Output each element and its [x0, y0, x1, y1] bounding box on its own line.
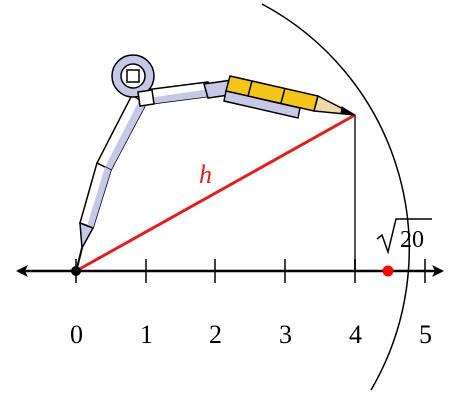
- sqrt20-label: 20: [376, 218, 432, 255]
- compass-arc: [261, 3, 410, 391]
- compass-right-arm-shade: [148, 89, 212, 104]
- pencil-lead-tip: [340, 106, 356, 116]
- compass-needle: [79, 221, 95, 251]
- hypotenuse-line: [75, 113, 356, 273]
- pencil-icon: [223, 75, 356, 119]
- origin-point: [71, 266, 81, 276]
- tick-labels: 0 1 2 3 4 5: [70, 320, 432, 349]
- compass-needle-tip: [76, 247, 83, 269]
- tick-label-2: 2: [209, 320, 222, 349]
- compass-head-knob: [126, 69, 140, 83]
- tick-label-5: 5: [419, 320, 432, 349]
- tick-label-4: 4: [349, 320, 362, 349]
- pencil-band-1: [247, 80, 253, 97]
- pencil-holder: [223, 90, 301, 119]
- pencil-band-2: [280, 87, 286, 104]
- hypotenuse-label: h: [199, 160, 212, 189]
- tick-label-0: 0: [70, 320, 83, 349]
- sqrt20-point: [382, 265, 394, 277]
- radical-sign: [376, 218, 432, 255]
- compass-left-leg-lower-shade: [87, 167, 111, 228]
- compass-hinge: [137, 89, 155, 107]
- tick-label-1: 1: [140, 320, 153, 349]
- compass-icon: [76, 54, 237, 269]
- radicand-text: 20: [400, 227, 424, 253]
- compass-left-leg-shade: [105, 99, 146, 170]
- tick-label-3: 3: [279, 320, 292, 349]
